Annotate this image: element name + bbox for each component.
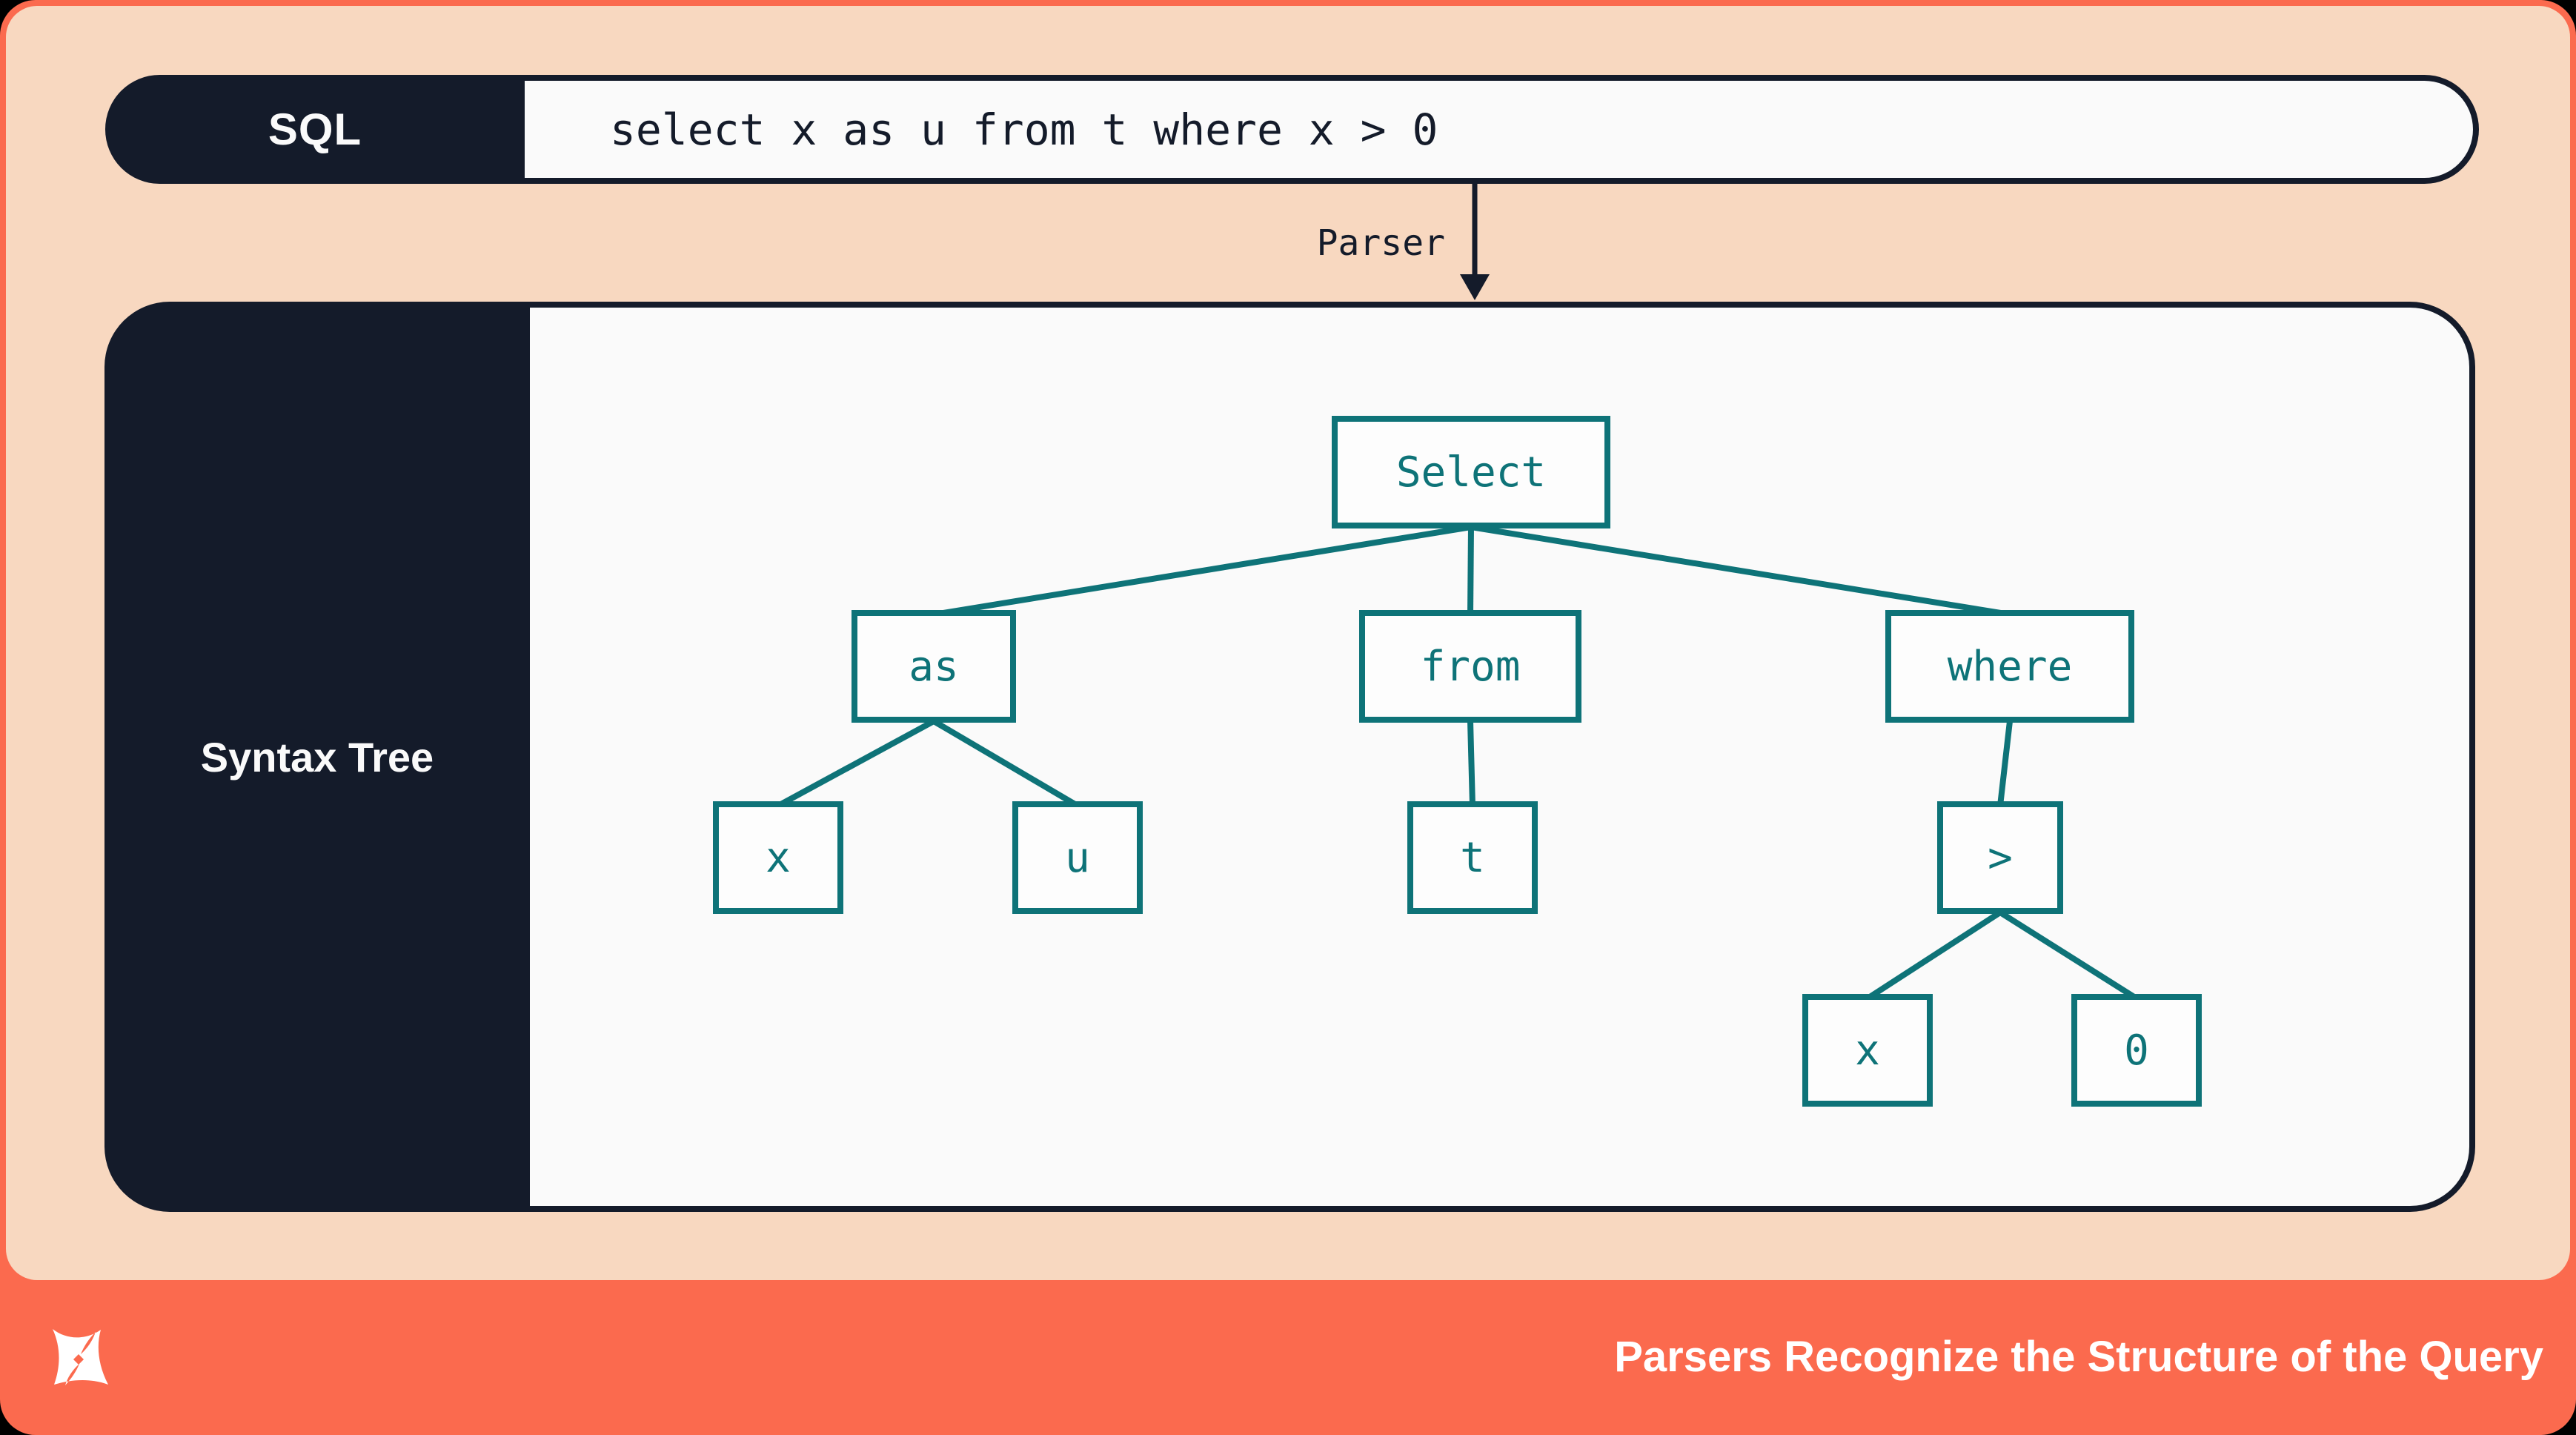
tree-node-gt: > bbox=[1937, 801, 2063, 914]
tree-edge-gt-zero bbox=[1998, 909, 2139, 1001]
tree-node-select: Select bbox=[1332, 416, 1610, 528]
sql-bar-label: SQL bbox=[268, 105, 362, 154]
tree-node-zero: 0 bbox=[2071, 994, 2202, 1107]
tree-edge-gt-x2 bbox=[1865, 909, 2002, 1001]
syntax-tree-label: Syntax Tree bbox=[200, 733, 434, 781]
tree-node-u: u bbox=[1012, 801, 1143, 914]
sql-bar: SQL select x as u from t where x > 0 bbox=[105, 75, 2479, 184]
tree-edge-select-where bbox=[1470, 524, 2011, 617]
pinwheel-x-logo-icon bbox=[53, 1329, 108, 1385]
tree-edge-as-u bbox=[932, 718, 1080, 809]
footer-title: Parsers Recognize the Structure of the Q… bbox=[1614, 1333, 2543, 1381]
tree-edge-from-t bbox=[1467, 720, 1475, 806]
tree-edge-select-from bbox=[1467, 526, 1474, 615]
footer-bar: Parsers Recognize the Structure of the Q… bbox=[0, 1280, 2576, 1435]
syntax-tree-edges bbox=[777, 524, 2139, 1001]
tree-node-x2: x bbox=[1802, 994, 1933, 1107]
tree-edge-select-as bbox=[933, 524, 1472, 617]
down-arrow-icon bbox=[1460, 184, 1490, 300]
tree-edge-where-gt bbox=[1997, 720, 2013, 806]
tree-node-from: from bbox=[1359, 610, 1581, 723]
sql-query-text: select x as u from t where x > 0 bbox=[610, 104, 1438, 155]
tree-node-where: where bbox=[1885, 610, 2134, 723]
tree-edge-as-x1 bbox=[777, 718, 935, 809]
tree-node-as: as bbox=[852, 610, 1016, 723]
tree-node-x1: x bbox=[713, 801, 843, 914]
sql-bar-content: select x as u from t where x > 0 bbox=[525, 81, 2473, 178]
tree-node-t: t bbox=[1407, 801, 1538, 914]
parser-label: Parser bbox=[1316, 222, 1445, 264]
